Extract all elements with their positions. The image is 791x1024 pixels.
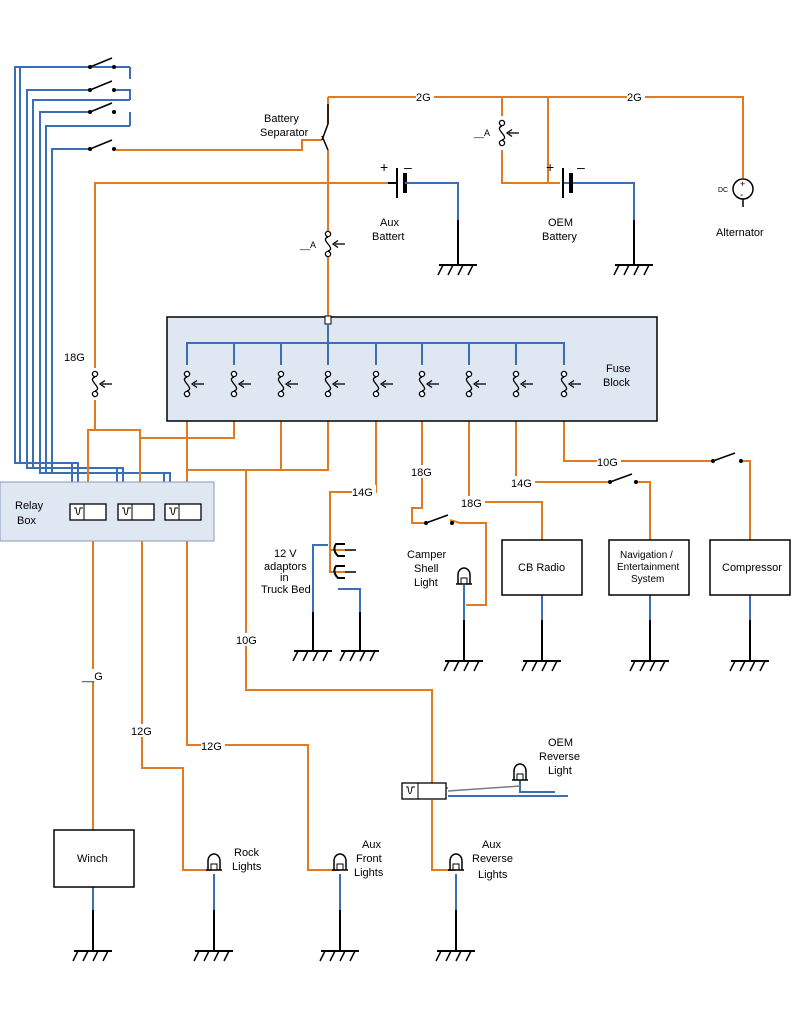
reverse-relay [401, 782, 447, 800]
aux-reverse-label-2: Reverse [472, 853, 513, 865]
gauge-2g-left: 2G [416, 92, 431, 104]
adaptors-label-3: in [280, 572, 289, 584]
gauge-compressor: 10G [597, 457, 618, 469]
gauge-relay-fuse: 18G [64, 352, 85, 364]
oem-reverse-label-2: Reverse [539, 751, 580, 763]
relay-switch-wires [14, 66, 171, 505]
adaptors-label: 12 V [274, 548, 297, 560]
dc-label: DC [718, 187, 728, 194]
gauge-aux-front: 12G [201, 741, 222, 753]
nav-label: Navigation / [620, 550, 673, 561]
aux-front-label-2: Front [356, 853, 382, 865]
oem-battery: + – OEM Battery [542, 159, 585, 243]
oem-fuse [498, 119, 520, 147]
fuse-block-label: Fuse [606, 363, 630, 375]
oem-battery-minus: – [577, 159, 585, 175]
rock-lights-label-2: Lights [232, 861, 262, 873]
relay-fuse [91, 370, 113, 398]
adaptors-label-4: Truck Bed [261, 584, 311, 596]
oem-reverse-label: OEM [548, 737, 573, 749]
aux-battery-minus: – [404, 159, 412, 175]
aux-battery-label-2: Battert [372, 231, 404, 243]
aux-front-label: Aux [362, 839, 381, 851]
gauge-2g-right: 2G [627, 92, 642, 104]
ground-drops [92, 220, 751, 950]
fuse-block-label-2: Block [603, 377, 630, 389]
alternator-label: Alternator [716, 227, 764, 239]
relay-box-label-2: Box [17, 515, 36, 527]
aux-reverse-label: Aux [482, 839, 501, 851]
cb-radio: CB Radio [501, 539, 583, 596]
battery-separator-label-2: Separator [260, 127, 309, 139]
rock-lights-lamp [205, 853, 223, 871]
winch: Winch [53, 829, 135, 888]
gauge-reverse-feed: 10G [236, 635, 257, 647]
camper-label-2: Shell [414, 563, 438, 575]
aux-battery-label: Aux [380, 217, 399, 229]
camper-label: Camper [407, 549, 446, 561]
gauge-navigation: 14G [511, 478, 532, 490]
aux-battery-plus: + [380, 159, 388, 175]
aux-fuse [324, 230, 346, 258]
camper-shell-lamp [455, 567, 473, 585]
nav-label-3: System [631, 574, 664, 585]
relay-box: Relay Box [0, 481, 215, 542]
adaptors-label-2: adaptors [264, 561, 307, 573]
camper-label-3: Light [414, 577, 438, 589]
oem-battery-label-2: Battery [542, 231, 577, 243]
gauge-rock: 12G [131, 726, 152, 738]
aux-fuse-amp: __A [299, 240, 316, 250]
compressor: Compressor [709, 539, 791, 596]
compressor-label: Compressor [722, 562, 782, 574]
gauge-camper: 18G [411, 467, 432, 479]
oem-reverse-label-3: Light [548, 765, 572, 777]
alternator: + - DC Alternator [716, 178, 764, 239]
dashboard-switches [88, 57, 116, 151]
cb-radio-label: CB Radio [518, 562, 565, 574]
adaptors-12v: 12 V adaptors in Truck Bed [261, 543, 356, 596]
oem-battery-plus: + [546, 159, 554, 175]
navigation-system: Navigation / Entertainment System [608, 539, 690, 596]
load-switches [424, 452, 743, 525]
gauge-labels: 2G 2G 18G 14G 18G 18G 14G 10G 10G __G 12… [64, 90, 645, 753]
aux-reverse-lamp [447, 853, 465, 871]
battery-separator-switch: Battery Separator [260, 104, 329, 151]
gauge-cb-radio: 18G [461, 498, 482, 510]
nav-label-2: Entertainment [617, 562, 679, 573]
winch-label: Winch [77, 853, 108, 865]
relay-box-label: Relay [15, 500, 44, 512]
battery-separator-label: Battery [264, 113, 299, 125]
gauge-winch: __G [81, 671, 103, 683]
gauge-adaptors: 14G [352, 487, 373, 499]
fuse-block: Fuse Block [166, 315, 658, 422]
oem-battery-label: OEM [548, 217, 573, 229]
aux-front-lamp [331, 853, 349, 871]
svg-text:-: - [740, 190, 743, 201]
aux-front-label-3: Lights [354, 867, 384, 879]
svg-text:+: + [740, 179, 745, 189]
aux-battery: + – Aux Battert [372, 159, 412, 243]
aux-reverse-label-3: Lights [478, 869, 508, 881]
rock-lights-label: Rock [234, 847, 260, 859]
oem-reverse-lamp [511, 763, 529, 781]
oem-fuse-amp: __A [473, 128, 490, 138]
